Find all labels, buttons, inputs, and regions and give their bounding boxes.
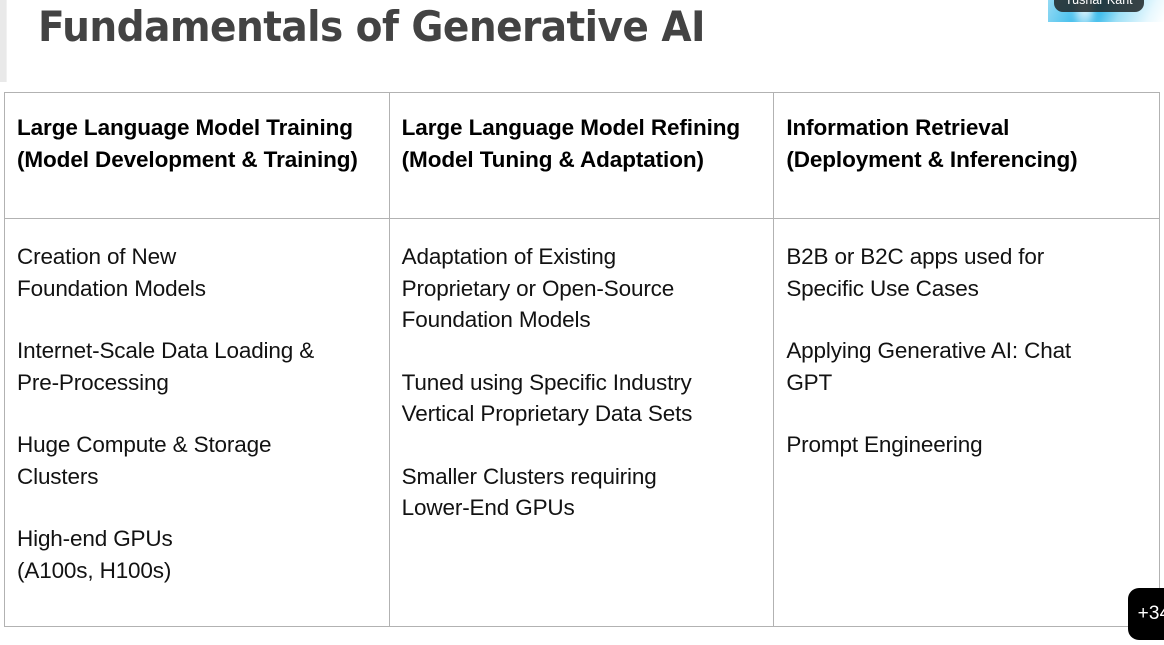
participant-name-label: Tushar Kant: [1054, 0, 1144, 12]
table-header-row: Large Language Model Training (Model Dev…: [5, 93, 1159, 219]
column-header-label: Large Language Model Refining (Model Tun…: [401, 115, 741, 172]
list-item: Internet-Scale Data Loading & Pre-Proces…: [17, 338, 315, 395]
table-cell-information-retrieval: B2B or B2C apps used for Specific Use Ca…: [774, 219, 1159, 626]
participants-overflow-badge[interactable]: +34: [1128, 588, 1164, 640]
table-body-row: Creation of New Foundation Models Intern…: [5, 219, 1159, 626]
table-column-header-llm-training: Large Language Model Training (Model Dev…: [5, 93, 390, 218]
list-item: Adaptation of Existing Proprietary or Op…: [401, 244, 675, 332]
participant-video-tile[interactable]: Tushar Kant: [1048, 0, 1164, 22]
cell-content-list: Adaptation of Existing Proprietary or Op…: [390, 219, 774, 524]
cell-content-list: B2B or B2C apps used for Specific Use Ca…: [774, 219, 1159, 461]
list-item: Applying Generative AI: Chat GPT: [786, 338, 1072, 395]
table-cell-llm-training: Creation of New Foundation Models Intern…: [5, 219, 390, 626]
table-column-header-information-retrieval: Information Retrieval (Deployment & Infe…: [774, 93, 1159, 218]
list-item: Prompt Engineering: [786, 432, 983, 457]
table-column-header-llm-refining: Large Language Model Refining (Model Tun…: [390, 93, 775, 218]
list-item: Smaller Clusters requiring Lower-End GPU…: [401, 463, 657, 521]
table-cell-llm-refining: Adaptation of Existing Proprietary or Op…: [390, 219, 775, 626]
list-item: High-end GPUs (A100s, H100s): [17, 526, 173, 583]
cell-content-list: Creation of New Foundation Models Intern…: [5, 219, 389, 586]
page-title: Fundamentals of Generative AI: [38, 2, 706, 51]
list-item: Tuned using Specific Industry Vertical P…: [401, 369, 693, 427]
list-item: Huge Compute & Storage Clusters: [17, 432, 272, 489]
column-header-label: Large Language Model Training (Model Dev…: [17, 115, 358, 172]
list-item: B2B or B2C apps used for Specific Use Ca…: [786, 244, 1045, 301]
list-item: Creation of New Foundation Models: [17, 244, 206, 301]
comparison-table: Large Language Model Training (Model Dev…: [4, 92, 1160, 627]
column-header-label: Information Retrieval (Deployment & Infe…: [786, 115, 1078, 172]
slide-left-edge-strip: [0, 0, 7, 82]
